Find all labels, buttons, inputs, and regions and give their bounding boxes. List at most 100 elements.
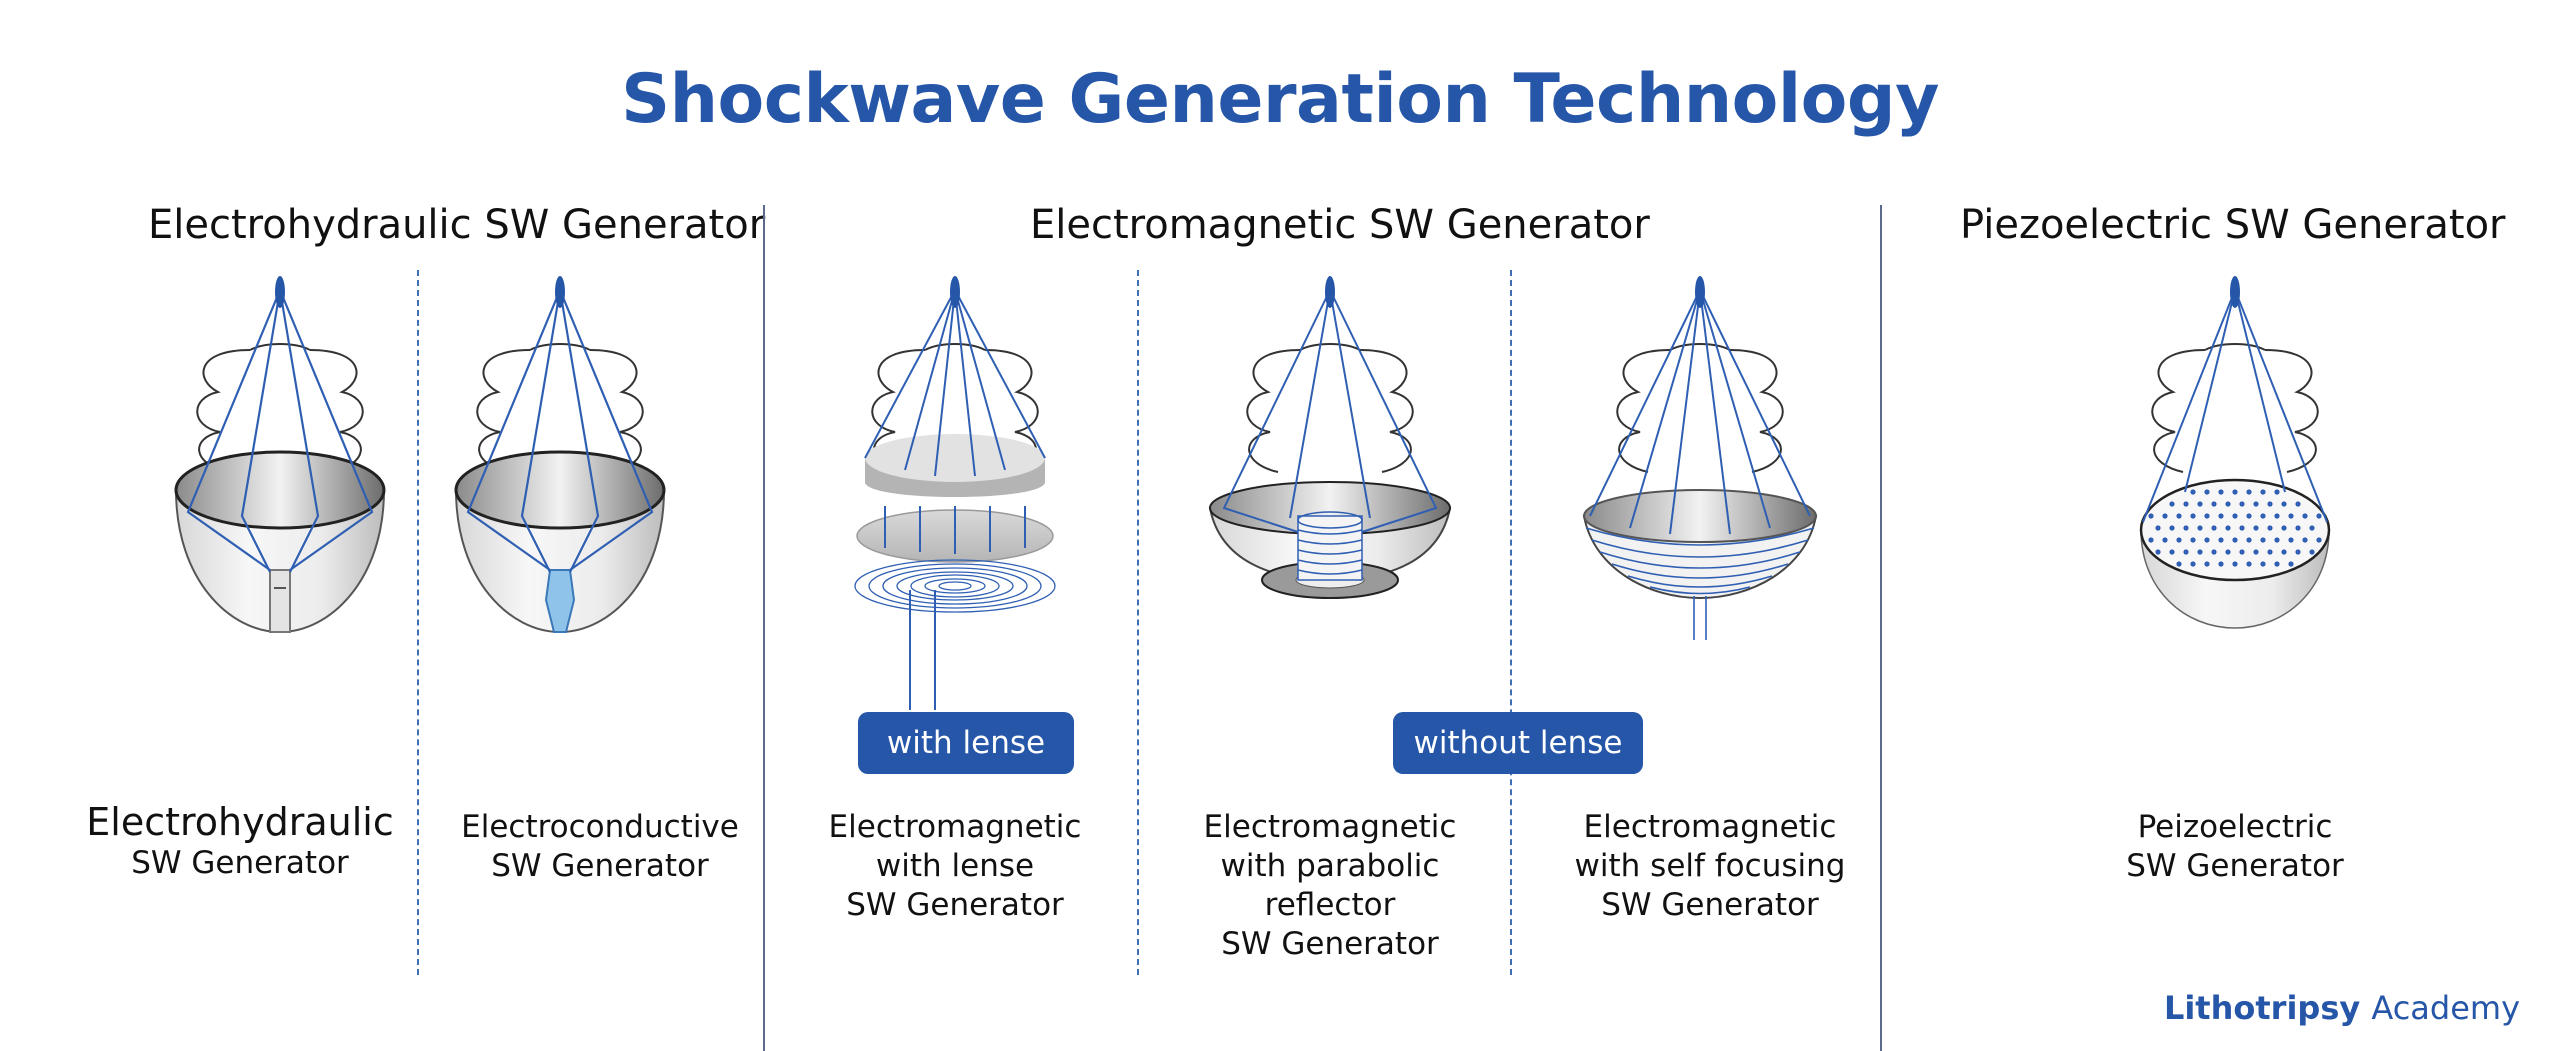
piezo-element-dot	[2218, 537, 2224, 543]
piezo-element-dot	[2246, 489, 2252, 495]
piezo-element-dot	[2316, 513, 2322, 519]
piezo-element-dot	[2309, 549, 2315, 555]
piezo-element-dot	[2295, 549, 2301, 555]
piezo-element-dot	[2204, 513, 2210, 519]
piezo-element-dot	[2211, 525, 2217, 531]
caption-electrohydraulic: Electrohydraulic SW Generator	[70, 800, 410, 883]
dashed-divider	[417, 270, 419, 975]
caption-em-selffocus: Electromagnetic with self focusing SW Ge…	[1545, 808, 1875, 925]
lithotripsy-academy-logo: Lithotripsy Academy	[2164, 989, 2520, 1027]
caption-piezo: Peizoelectric SW Generator	[2075, 808, 2395, 886]
piezo-element-dot	[2169, 525, 2175, 531]
piezo-element-dot	[2253, 501, 2259, 507]
section-divider	[1880, 205, 1882, 1051]
piezo-element-dot	[2260, 561, 2266, 567]
piezo-element-dot	[2246, 561, 2252, 567]
piezo-element-dot	[2316, 537, 2322, 543]
piezo-element-dot	[2267, 501, 2273, 507]
caption-line: Electromagnetic	[828, 809, 1082, 845]
piezo-element-dot	[2190, 513, 2196, 519]
piezo-element-dot	[2274, 513, 2280, 519]
piezo-element-dot	[2281, 501, 2287, 507]
piezo-element-dot	[2190, 561, 2196, 567]
caption-line: Electrohydraulic	[86, 800, 394, 844]
with-lense-badge: with lense	[858, 712, 1074, 774]
piezo-element-dot	[2204, 537, 2210, 543]
piezo-element-dot	[2253, 525, 2259, 531]
piezo-element-dot	[2204, 489, 2210, 495]
piezo-element-dot	[2176, 513, 2182, 519]
piezo-element-dot	[2232, 513, 2238, 519]
section-title-electrohydraulic: Electrohydraulic SW Generator	[148, 202, 766, 248]
piezo-element-dot	[2232, 561, 2238, 567]
em-lense-generator-illustration	[854, 276, 1056, 710]
caption-line: reflector	[1264, 887, 1396, 923]
piezo-element-dot	[2295, 525, 2301, 531]
piezo-element-dot	[2274, 489, 2280, 495]
piezo-element-dot	[2155, 525, 2161, 531]
piezo-element-dot	[2225, 549, 2231, 555]
piezo-element-dot	[2169, 501, 2175, 507]
logo-text-academy: Academy	[2371, 989, 2520, 1027]
caption-em-lense: Electromagnetic with lense SW Generator	[800, 808, 1110, 925]
caption-electroconductive: Electroconductive SW Generator	[440, 808, 760, 886]
piezo-element-dot	[2204, 561, 2210, 567]
without-lense-badge: without lense	[1393, 712, 1643, 774]
section-title-electromagnetic: Electromagnetic SW Generator	[1030, 202, 1650, 248]
piezo-element-dot	[2225, 501, 2231, 507]
piezo-element-dot	[2176, 561, 2182, 567]
piezo-element-dot	[2211, 549, 2217, 555]
piezo-element-dot	[2218, 513, 2224, 519]
piezo-element-dot	[2246, 537, 2252, 543]
piezo-element-dot	[2239, 525, 2245, 531]
piezo-element-dot	[2197, 549, 2203, 555]
section-title-piezoelectric: Piezoelectric SW Generator	[1960, 202, 2506, 248]
piezo-element-dot	[2183, 525, 2189, 531]
piezo-element-dot	[2295, 501, 2301, 507]
logo-text-lithotripsy: Lithotripsy	[2163, 989, 2361, 1027]
page-title: Shockwave Generation Technology	[621, 60, 1939, 139]
piezo-element-dot	[2246, 513, 2252, 519]
piezo-element-dot	[2197, 501, 2203, 507]
em-selffocus-generator-illustration	[1582, 276, 1818, 640]
piezo-element-dot	[2218, 561, 2224, 567]
piezo-element-dot	[2288, 513, 2294, 519]
piezo-element-dot	[2197, 525, 2203, 531]
caption-em-parabolic: Electromagnetic with parabolic reflector…	[1170, 808, 1490, 964]
piezo-element-dot	[2190, 489, 2196, 495]
piezo-element-dot	[2267, 525, 2273, 531]
piezo-element-dot	[2302, 537, 2308, 543]
caption-line: SW Generator	[2126, 848, 2344, 884]
piezo-element-dot	[2190, 537, 2196, 543]
piezo-element-dot	[2183, 501, 2189, 507]
caption-line: with parabolic	[1220, 848, 1440, 884]
caption-line: Peizoelectric	[2137, 809, 2333, 845]
dashed-divider	[1137, 270, 1139, 975]
electroconductive-generator-illustration	[454, 276, 666, 634]
piezo-element-dot	[2274, 561, 2280, 567]
piezo-element-dot	[2260, 537, 2266, 543]
piezo-element-dot	[2239, 501, 2245, 507]
piezo-element-dot	[2302, 513, 2308, 519]
piezo-element-dot	[2148, 513, 2154, 519]
piezo-element-dot	[2176, 537, 2182, 543]
caption-line: Electromagnetic	[1203, 809, 1457, 845]
em-parabolic-generator-illustration	[1208, 276, 1452, 599]
piezo-element-dot	[2211, 501, 2217, 507]
caption-line: SW Generator	[1221, 926, 1439, 962]
piezo-element-dot	[2148, 537, 2154, 543]
piezo-element-dot	[2169, 549, 2175, 555]
dashed-divider	[1510, 270, 1512, 975]
piezo-element-dot	[2239, 549, 2245, 555]
piezo-element-dot	[2232, 489, 2238, 495]
piezo-element-dot	[2225, 525, 2231, 531]
piezo-element-dot	[2267, 549, 2273, 555]
piezo-element-dot	[2260, 489, 2266, 495]
piezo-element-dot	[2288, 561, 2294, 567]
caption-line: with self focusing	[1574, 848, 1846, 884]
piezo-element-dot	[2281, 525, 2287, 531]
piezo-element-dot	[2183, 549, 2189, 555]
caption-line: SW Generator	[491, 848, 709, 884]
caption-line: SW Generator	[131, 845, 349, 881]
piezo-element-dot	[2155, 549, 2161, 555]
